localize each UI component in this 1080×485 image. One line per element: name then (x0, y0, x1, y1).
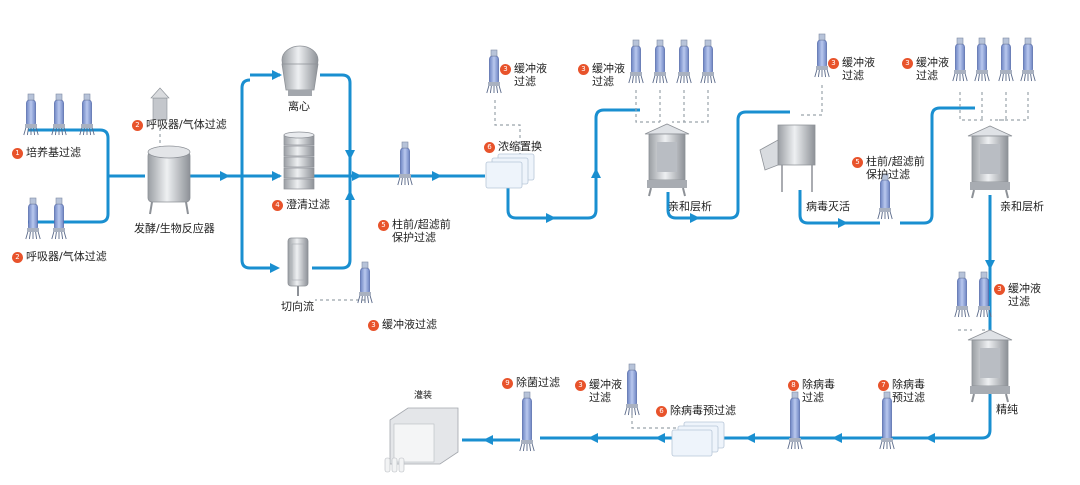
arrow (588, 433, 598, 443)
arrow (985, 260, 995, 270)
affinity-column-icon (644, 123, 690, 197)
buffer-filter-icon (628, 39, 644, 84)
buffer-filter-icon (814, 33, 830, 78)
flow-line-breather (28, 176, 110, 224)
flow-line-to-affinity1 (506, 108, 640, 220)
sterile-filter-icon (519, 391, 535, 452)
arrow (832, 433, 842, 443)
label-filling: 灌装 (414, 391, 433, 401)
dashed-feed-lines (159, 85, 1029, 429)
buffer-filter-icon (486, 49, 502, 94)
buffer-filter-icon (1020, 37, 1036, 82)
buffer-filter-icon (676, 39, 692, 84)
virus-filter-icon (787, 391, 803, 450)
filling-station-icon (384, 407, 459, 473)
arrow (272, 70, 282, 80)
arrow (345, 150, 355, 160)
medium-filter-icon (23, 93, 39, 136)
buffer-filter-icon (976, 271, 992, 318)
tangential-flow-icon (287, 237, 309, 296)
breather-filter-icon (25, 197, 41, 240)
label-virus-inactivation: 病毒灭活 (806, 200, 850, 213)
label-affinity-1: 亲和层析 (668, 200, 712, 213)
label-affinity-2: 亲和层析 (1000, 200, 1044, 213)
arrow (220, 171, 230, 181)
arrow (270, 263, 280, 273)
pre-column-filter-icon (397, 141, 413, 186)
arrow (483, 435, 493, 445)
flow-arrows (220, 70, 995, 445)
flow-line-virus-out (798, 106, 975, 225)
flow-line-medium (28, 128, 145, 178)
bioreactor-icon (147, 145, 191, 215)
flow-line-bottom-branch (312, 176, 352, 270)
arrow (690, 213, 700, 223)
arrow (745, 433, 755, 443)
arrow (655, 433, 665, 443)
flow-line-down-polish (540, 390, 992, 440)
arrow (345, 190, 355, 200)
arrow (432, 171, 442, 181)
buffer-filter-icon (952, 37, 968, 82)
label-centrifuge: 离心 (288, 100, 310, 113)
equipment-icons (23, 33, 1036, 473)
label-bioreactor: 发酵/生物反应器 (134, 222, 215, 235)
arrow (272, 171, 282, 181)
arrow (591, 168, 601, 178)
centrifuge-icon (281, 45, 319, 96)
buffer-filter-icon (357, 261, 373, 304)
arrow (546, 213, 556, 223)
flow-line-affinity1-out (666, 110, 790, 220)
label-polishing: 精纯 (996, 403, 1018, 416)
concentration-cassette-icon (485, 153, 535, 189)
buffer-filter-icon (700, 39, 716, 84)
buffer-filter-icon (998, 37, 1014, 82)
buffer-filter-icon (974, 37, 990, 82)
breather-vent-icon (150, 87, 170, 121)
label-tangential: 切向流 (281, 300, 314, 313)
medium-filter-icon (79, 93, 95, 136)
polishing-column-icon (967, 329, 1013, 403)
virus-prefilter-cassette-icon (671, 421, 725, 457)
medium-filter-icon (51, 93, 67, 136)
arrow (352, 171, 362, 181)
buffer-filter-icon (652, 39, 668, 84)
affinity-column-icon (967, 125, 1013, 199)
buffer-filter-icon (624, 363, 640, 416)
pre-column-filter-icon (877, 173, 893, 220)
depth-filter-stack-icon (283, 131, 315, 190)
flow-line-split (240, 78, 275, 270)
breather-filter-icon (51, 197, 67, 240)
virus-inactivation-tank-icon (759, 124, 816, 192)
arrow (838, 218, 848, 228)
buffer-filter-icon (954, 271, 970, 318)
arrow (925, 433, 935, 443)
virus-prefilter-icon (879, 391, 895, 450)
